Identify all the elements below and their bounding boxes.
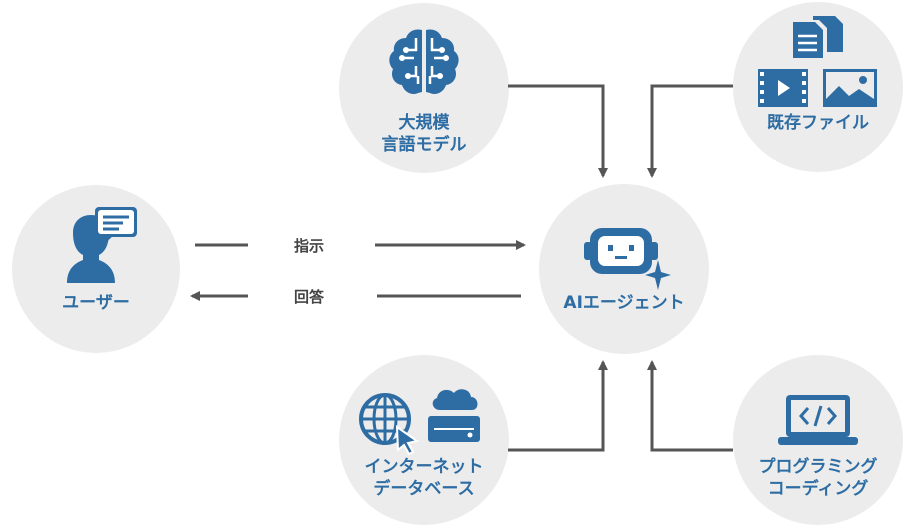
answer-label: 回答 [294,288,325,306]
laptop-code-icon [778,395,858,445]
image-icon [823,69,877,107]
files-label: 既存ファイル [767,113,869,133]
internet-label-line1: インターネット [364,457,484,477]
internet-to-agent-arrow [508,360,608,452]
files-to-agent-arrow [647,84,733,178]
coding-label-line2: コーディング [767,479,869,499]
llm-to-agent-arrow [508,84,608,178]
user-label: ユーザー [62,293,130,313]
internet-label-line2: データベース [373,479,475,499]
instruction-label: 指示 [294,237,325,255]
coding-label-line1: プログラミング [758,457,878,477]
internet-label: インターネット データベース [339,456,509,500]
documents-icon [793,16,843,58]
coding-label: プログラミング コーディング [733,456,903,500]
cloud-storage-icon [428,389,480,442]
user-chat-icon [67,207,137,283]
robot-sparkle-icon [584,228,671,290]
coding-to-agent-arrow [647,360,733,452]
agent-label: AIエージェント [563,293,685,313]
internet-node [339,355,509,525]
llm-label-line2: 言語モデル [381,135,467,155]
video-icon [758,69,808,107]
globe-cursor-icon [359,393,420,455]
brain-circuit-icon [389,29,459,95]
llm-label-line1: 大規模 [398,113,450,133]
llm-node [339,3,509,173]
llm-label: 大規模 言語モデル [339,112,509,156]
